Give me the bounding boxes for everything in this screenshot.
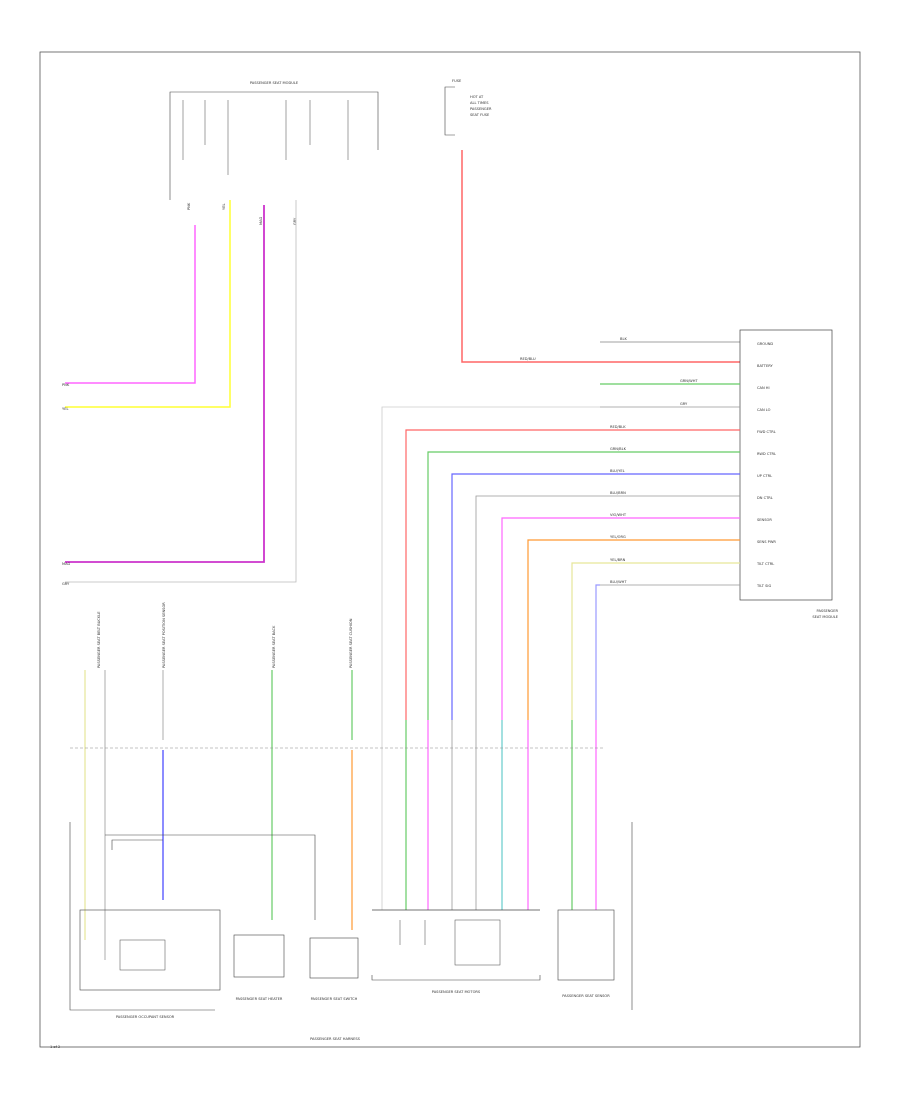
module-title: PASSENGER — [817, 609, 839, 613]
module-wire-label: RED/BLU — [520, 357, 536, 361]
footer-page: 1 of 2 — [50, 1045, 60, 1049]
module-pin-label: BATTERY — [757, 364, 774, 368]
component-label: PASSENGER SEAT BACK — [272, 625, 276, 668]
wire-yellow — [65, 200, 231, 408]
module-wires: BLK RED/BLU GRN/WHT GRY RED/BLK GRN/BLK … — [520, 337, 740, 586]
module-wire-label: RED/BLK — [610, 425, 626, 429]
module-pin-label: TILT SIG — [756, 584, 771, 588]
component-name: PASSENGER SEAT SENSOR — [562, 994, 610, 998]
module-pin-label: UP CTRL — [757, 474, 772, 478]
seat-sensor: PASSENGER SEAT SENSOR — [557, 822, 633, 1010]
component-label: PASSENGER SEAT BELT BUCKLE — [97, 611, 101, 668]
module-wire-label: BLU/BRN — [610, 491, 626, 495]
component-label: PASSENGER SEAT CUSHION — [349, 618, 353, 668]
fuse-line: ALL TIMES — [470, 101, 489, 105]
module-wire-label: BLU/WHT — [610, 580, 627, 584]
component-label: PASSENGER SEAT POSITION SENSOR — [162, 602, 166, 668]
top-connector: PASSENGER SEAT MODULE PNK YEL MAG GRY — [169, 81, 379, 225]
module-pin-label: GROUND — [757, 342, 773, 346]
top-pin-label: PNK — [187, 202, 191, 210]
module-downlinks — [381, 406, 600, 720]
footer-title: PASSENGER SEAT HARNESS — [310, 1037, 361, 1041]
module-pin-label: CAN HI — [757, 386, 770, 390]
left-wire-label: GRY — [62, 582, 70, 586]
left-wire-label: PNK — [62, 383, 70, 387]
component-name: PASSENGER SEAT HEATER — [236, 997, 283, 1001]
fuse-title: FUSE — [452, 79, 462, 83]
wire-gray — [65, 200, 297, 583]
fuse-block: FUSE HOT AT ALL TIMES PASSENGER SEAT FUS… — [444, 79, 492, 136]
passenger-seat-module: PASSENGER SEAT MODULE GROUND BATTERY CAN… — [739, 329, 839, 619]
module-wire-label: GRN/BLK — [610, 447, 627, 451]
module-pin-label: RWD CTRL — [757, 452, 776, 456]
module-pin-label: SENS PWR — [757, 540, 776, 544]
left-wire-label: YEL — [62, 407, 68, 411]
module-pin-label: FWD CTRL — [757, 430, 776, 434]
top-pin-label: GRY — [293, 217, 297, 225]
module-wire-label: YEL/BRN — [610, 558, 626, 562]
seat-switch: PASSENGER SEAT SWITCH — [309, 937, 359, 1001]
lower-wires — [70, 670, 605, 960]
top-pin-label: YEL — [222, 204, 226, 210]
component-name: PASSENGER SEAT SWITCH — [311, 997, 358, 1001]
module-wire-label: GRN/WHT — [680, 379, 698, 383]
module-pin-label: CAN LO — [757, 408, 771, 412]
wire-pink — [65, 225, 196, 384]
fuse-line: PASSENGER — [470, 107, 492, 111]
seat-motors: PASSENGER SEAT MOTORS — [371, 919, 541, 994]
fuse-line: HOT AT — [470, 95, 484, 99]
occupant-sensor: PASSENGER OCCUPANT SENSOR — [69, 822, 221, 1019]
module-pin-label: TILT CTRL — [756, 562, 774, 566]
module-pin-label: DN CTRL — [757, 496, 773, 500]
wire-red-feed — [461, 150, 740, 363]
wire-magenta — [65, 205, 265, 563]
diagram-border — [39, 51, 861, 1048]
module-subtitle: SEAT MODULE — [812, 615, 838, 619]
top-pin-label: MAG — [259, 217, 263, 225]
top-connector-title: PASSENGER SEAT MODULE — [250, 81, 299, 85]
seat-heater: PASSENGER SEAT HEATER — [233, 934, 285, 1001]
module-wire-label: BLU/YEL — [610, 469, 625, 473]
component-name: PASSENGER OCCUPANT SENSOR — [116, 1015, 175, 1019]
left-wire-label: MAG — [62, 562, 70, 566]
module-wire-label: BLK — [620, 337, 627, 341]
module-wire-label: VIO/WHT — [610, 513, 627, 517]
fuse-line: SEAT FUSE — [470, 113, 490, 117]
module-wire-label: YEL/ORG — [610, 535, 626, 539]
module-pin-label: SENSOR — [757, 518, 772, 522]
module-wire-label: GRY — [680, 402, 688, 406]
component-name: PASSENGER SEAT MOTORS — [432, 990, 481, 994]
